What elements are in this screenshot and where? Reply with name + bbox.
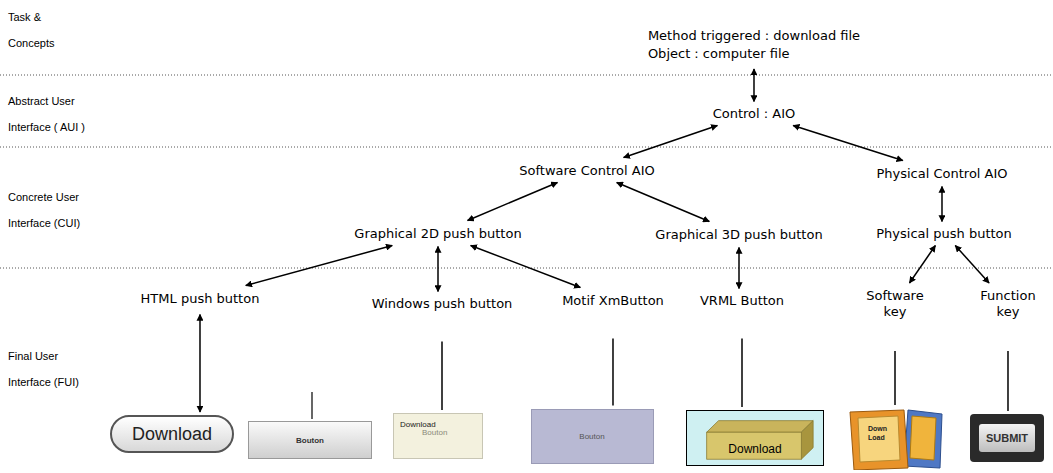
node-text: Bouton [296, 436, 324, 445]
cui-node: Graphical 3D push button [653, 226, 824, 243]
layer-label: Task & Concepts [8, 4, 68, 56]
node-text: Function key [980, 288, 1035, 320]
node-text: Method triggered : download file [648, 27, 860, 45]
connector-arrow [612, 339, 614, 406]
widget-type: Function key [978, 287, 1037, 321]
node-text: Download [132, 424, 212, 445]
node-text: Graphical 2D push button [354, 226, 521, 241]
connector-arrow [753, 69, 755, 102]
motif-button: DownloadBouton [393, 413, 483, 459]
node-text: Physical push button [876, 226, 1012, 241]
connector-arrow [437, 247, 439, 292]
connector-arrow [617, 183, 710, 222]
windows-button: Bouton [248, 421, 372, 459]
keyboard-keys-illustration [846, 408, 944, 470]
node-text: Software Control AIO [519, 163, 655, 178]
connector-arrow [793, 126, 903, 161]
connector-arrow [624, 126, 718, 158]
node-text: Graphical 3D push button [655, 227, 822, 242]
node-text: Bouton [579, 432, 604, 441]
connector-arrow [199, 315, 201, 413]
software-key: Down Load [846, 408, 944, 470]
node-text: VRML Button [700, 293, 784, 308]
widget-type: HTML push button [139, 290, 262, 307]
connector-arrow [955, 246, 989, 284]
connector-arrow [441, 342, 443, 411]
node-text: Windows push button [372, 296, 513, 311]
node-text: Physical Control AIO [876, 166, 1007, 181]
connector-arrow [471, 246, 581, 288]
node-text: Software key [866, 288, 923, 320]
node-text: Object : computer file [648, 45, 790, 63]
layer-label: Concrete User Interface (CUI) [8, 184, 103, 236]
task-node: Method triggered : download fileObject :… [646, 26, 862, 64]
widget-type: VRML Button [698, 292, 786, 309]
lavender-button: Bouton [531, 409, 654, 464]
node-text: Down Load [868, 424, 894, 442]
widget-type: Software key [864, 287, 925, 321]
node-text: Download [400, 420, 436, 429]
layer-separator [0, 75, 1053, 76]
node-text: Bouton [422, 428, 447, 437]
cui-node: Physical push button [874, 225, 1014, 242]
widget-type: Windows push button [370, 295, 515, 312]
connector-arrow [941, 187, 943, 222]
layer-label: Final User Interface (FUI) [8, 343, 103, 395]
layer-label: Abstract User Interface ( AUI ) [8, 88, 103, 140]
stub-line [311, 392, 312, 419]
connector-arrow [894, 351, 896, 405]
html-button: Download [110, 415, 234, 453]
connector-arrow [738, 248, 740, 289]
layer-separator [0, 147, 1053, 148]
node-text: Control : AIO [713, 106, 796, 121]
connector-arrow [1007, 351, 1009, 411]
vrml-button: Download [686, 410, 824, 466]
connector-arrow [909, 246, 935, 284]
connector-arrow [246, 246, 392, 286]
widget-type: Motif XmButton [560, 292, 666, 309]
function-key: SUBMIT [970, 414, 1044, 462]
node-text: SUBMIT [979, 424, 1035, 452]
node-text: Download [728, 442, 781, 456]
cui-node: Physical Control AIO [874, 165, 1009, 182]
node-text: HTML push button [141, 291, 260, 306]
connector-arrow [741, 339, 743, 408]
cui-node: Graphical 2D push button [352, 225, 523, 242]
vrml-box-illustration [687, 411, 823, 465]
aui-node: Control : AIO [711, 105, 798, 122]
cui-node: Software Control AIO [517, 162, 657, 179]
connector-arrow [468, 183, 558, 221]
node-text: Motif XmButton [562, 293, 664, 308]
